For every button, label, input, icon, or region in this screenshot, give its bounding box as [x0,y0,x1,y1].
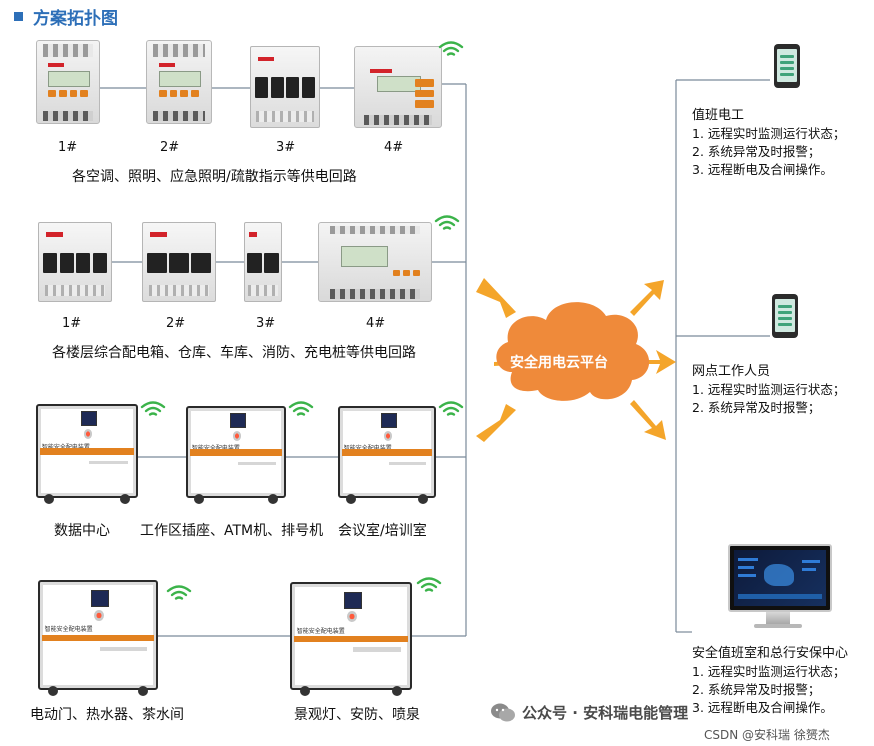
row1-label-2: 2# [160,140,180,155]
row3-label-1: 数据中心 [54,523,110,539]
wifi-icon [166,585,192,600]
right-group-3-item-3: 3. 远程断电及合闸操作。 [692,700,833,715]
cloud-icon [496,302,650,401]
heading-square-icon [14,12,23,21]
cloud-platform-label: 安全用电云平台 [510,355,608,371]
row3-device-2-cabinet: 智能安全配电装置 [186,406,286,504]
row1-device-3-breaker [250,46,320,128]
row2-device-2-breaker [142,222,216,302]
row3-device-1-cabinet: 智能安全配电装置 [36,404,138,504]
right-group-1-item-2: 2. 系统异常及时报警； [692,144,821,159]
wifi-icon [438,401,464,416]
monitor-stand [766,612,790,624]
monitor-base [754,624,802,628]
phone-icon [774,44,800,88]
row1-device-1-meter [36,40,100,124]
row3-label-3: 会议室/培训室 [338,523,427,539]
right-group-1-title: 值班电工 [692,108,745,123]
arrow-in-top [476,278,516,318]
right-group-2: 网点工作人员 1. 远程实时监测运行状态； 2. 系统异常及时报警； [692,360,845,417]
row1-label-3: 3# [276,140,296,155]
diagram-heading: 方案拓扑图 [14,4,118,29]
row4-label-1: 电动门、热水器、茶水间 [30,707,184,723]
right-group-3-title: 安全值班室和总行安保中心 [692,646,849,661]
row4-device-2-cabinet: 智能安全配电装置 [290,582,412,696]
right-group-1-item-3: 3. 远程断电及合闸操作。 [692,162,833,177]
row4-label-2: 景观灯、安防、喷泉 [294,707,420,723]
arrow-out-bottom [630,400,666,440]
arrow-in-bottom [476,404,516,442]
wifi-icon [438,41,464,56]
row2-caption: 各楼层综合配电箱、仓库、车库、消防、充电桩等供电回路 [52,345,416,361]
right-group-1: 值班电工 1. 远程实时监测运行状态； 2. 系统异常及时报警； 3. 远程断电… [692,104,845,179]
right-group-2-item-2: 2. 系统异常及时报警； [692,400,821,415]
row2-label-3: 3# [256,316,276,331]
row2-device-4-meter [318,222,432,302]
right-group-3-item-2: 2. 系统异常及时报警； [692,682,821,697]
wifi-icon [140,401,166,416]
arrow-out-top [630,280,664,316]
right-group-1-item-1: 1. 远程实时监测运行状态； [692,126,846,141]
row2-device-3-breaker [244,222,282,302]
row1-caption: 各空调、照明、应急照明/疏散指示等供电回路 [72,169,357,185]
right-group-2-title: 网点工作人员 [692,364,771,379]
footer-wechat-text: 公众号 · 安科瑞电能管理 [522,704,689,722]
row2-label-4: 4# [366,316,386,331]
row1-device-4-meter [354,46,442,128]
row3-label-2: 工作区插座、ATM机、排号机 [140,523,324,539]
right-group-3: 安全值班室和总行安保中心 1. 远程实时监测运行状态； 2. 系统异常及时报警；… [692,642,848,717]
right-group-3-item-1: 1. 远程实时监测运行状态； [692,664,846,679]
row4-device-1-cabinet: 智能安全配电装置 [38,580,158,696]
row1-label-1: 1# [58,140,78,155]
heading-text: 方案拓扑图 [33,9,118,29]
row2-device-1-breaker [38,222,112,302]
wifi-icon [288,401,314,416]
arrow-out-mid [636,350,676,374]
row2-label-2: 2# [166,316,186,331]
footer-csdn-text: CSDN @安科瑞 徐赟杰 [704,728,830,742]
row1-label-4: 4# [384,140,404,155]
wifi-icon [434,215,460,230]
wechat-icon [491,703,515,722]
wifi-icon [416,577,442,592]
row1-device-2-meter [146,40,212,124]
row3-device-3-cabinet: 智能安全配电装置 [338,406,436,504]
right-group-2-item-1: 1. 远程实时监测运行状态； [692,382,846,397]
monitor-icon [728,544,832,612]
row2-label-1: 1# [62,316,82,331]
phone-icon [772,294,798,338]
